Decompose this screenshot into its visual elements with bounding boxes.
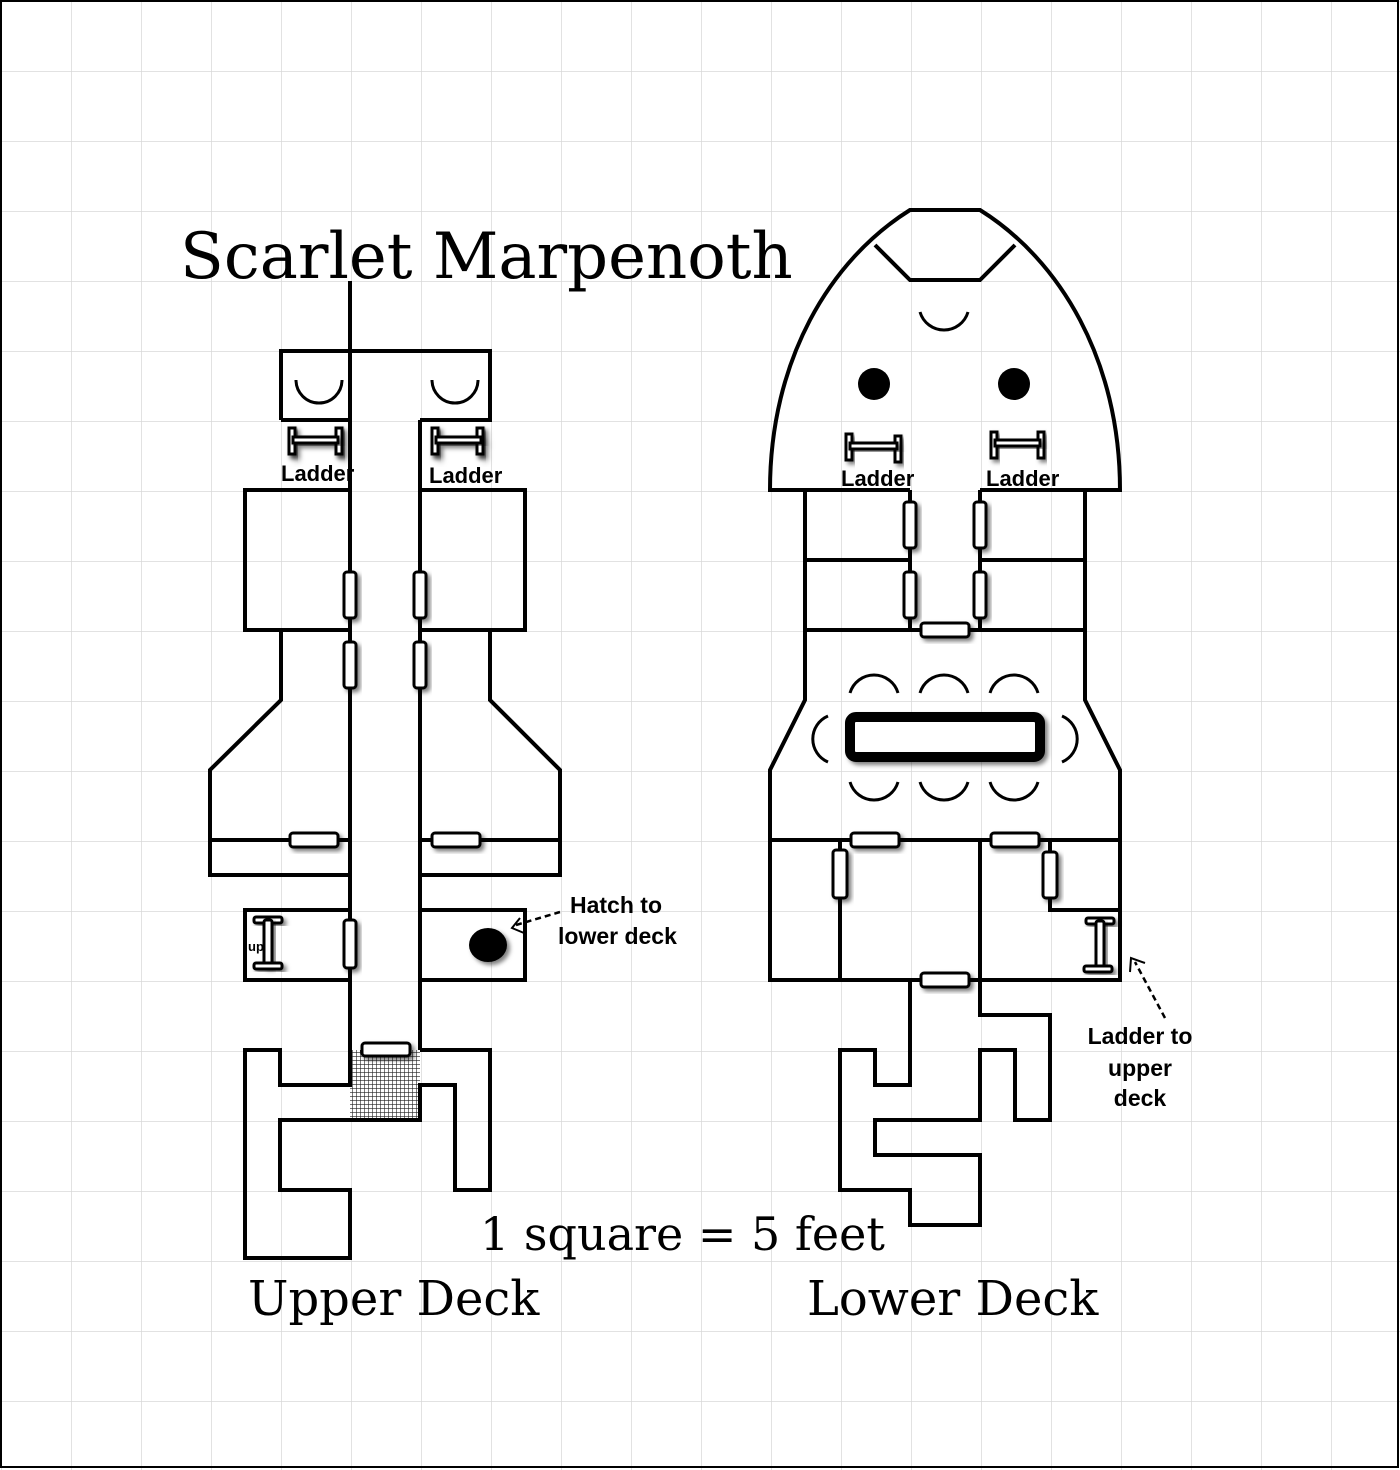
ladder-icon	[844, 430, 1046, 464]
upper-deck-label: Upper Deck	[248, 1271, 540, 1327]
console-icon	[998, 368, 1030, 400]
hatch-note: Hatch to	[570, 892, 662, 918]
ladder-label: Ladder	[986, 466, 1060, 491]
ladder-note: deck	[1114, 1085, 1167, 1111]
hatch-icon	[469, 928, 507, 962]
ladder-up-icon	[252, 915, 284, 971]
ladder-note: Ladder to	[1088, 1023, 1193, 1049]
lower-deck-label: Lower Deck	[807, 1271, 1099, 1327]
up-label: up	[248, 939, 264, 954]
upper-deck: Ladder Ladder up Hatch to lower deck Upp…	[208, 281, 677, 1327]
map-title: Scarlet Marpenoth	[180, 220, 793, 294]
ladder-label: Ladder	[429, 463, 503, 488]
hatch-note: lower deck	[558, 923, 677, 949]
ladder-icon	[287, 426, 485, 456]
ladder-label: Ladder	[841, 466, 915, 491]
ladder-up-icon	[1082, 916, 1116, 974]
ladder-note: upper	[1108, 1055, 1172, 1081]
doors	[831, 500, 1059, 989]
grate-floor	[350, 1050, 420, 1120]
ladder-label: Ladder	[281, 461, 355, 486]
arrowhead-icon	[1129, 956, 1146, 973]
table-icon	[845, 712, 1045, 762]
arrow-icon	[1133, 961, 1167, 1019]
chair-icons	[811, 673, 1079, 802]
arrow-icon	[515, 910, 561, 927]
lower-deck: Ladder Ladder Ladder to upper	[767, 208, 1193, 1327]
seat-icon	[918, 311, 970, 332]
scale-label: 1 square = 5 feet	[480, 1207, 885, 1261]
arrowhead-icon	[510, 917, 525, 934]
console-icon	[858, 368, 890, 400]
seat-icon	[294, 379, 480, 405]
doors	[288, 570, 482, 1058]
